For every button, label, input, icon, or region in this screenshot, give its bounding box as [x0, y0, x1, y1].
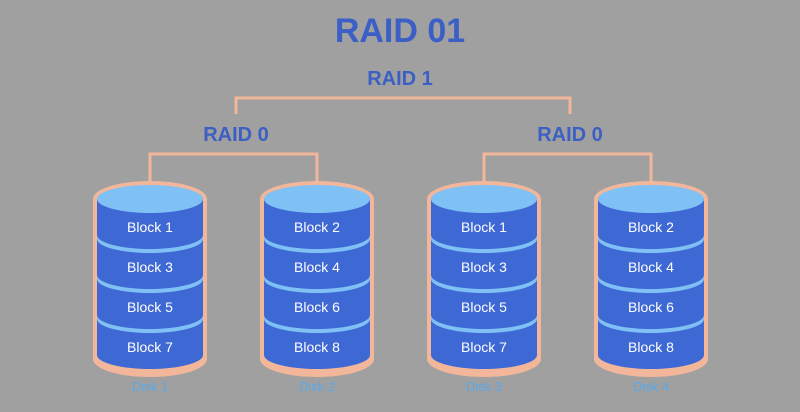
disk-segment-top [264, 185, 370, 213]
disk-label: Disk 1 [131, 379, 169, 394]
block-label: Block 4 [294, 259, 340, 275]
disk-segment [264, 199, 370, 249]
disk-segment [97, 239, 203, 289]
block-label: Block 5 [461, 299, 507, 315]
block-label: Block 3 [127, 259, 173, 275]
raid0-connector-right [482, 152, 653, 184]
block-label: Block 7 [461, 339, 507, 355]
disk-segment [598, 279, 704, 329]
block-label: Block 5 [127, 299, 173, 315]
disk-segment [431, 199, 537, 249]
block-label: Block 6 [294, 299, 340, 315]
block-label: Block 2 [628, 219, 674, 235]
disk-segment [97, 279, 203, 329]
disk-label: Disk 3 [465, 379, 503, 394]
block-label: Block 8 [294, 339, 340, 355]
disk-segment [264, 239, 370, 289]
disk-segment [598, 239, 704, 289]
raid1-label: RAID 1 [367, 68, 433, 90]
disk-segment [97, 319, 203, 369]
block-label: Block 4 [628, 259, 674, 275]
raid0-label-right: RAID 0 [537, 124, 603, 146]
raid0-label-left: RAID 0 [203, 124, 269, 146]
disk-segment [264, 319, 370, 369]
disk-segment-top [97, 185, 203, 213]
block-label: Block 1 [127, 219, 173, 235]
block-label: Block 2 [294, 219, 340, 235]
disk-segment-top [598, 185, 704, 213]
page-title: RAID 01 [334, 12, 466, 50]
block-label: Block 1 [461, 219, 507, 235]
disk-segment-top [431, 185, 537, 213]
block-label: Block 3 [461, 259, 507, 275]
raid0-connector-left [148, 152, 319, 184]
disk-segment [598, 319, 704, 369]
disk-segment [264, 279, 370, 329]
disk-label: Disk 2 [298, 379, 336, 394]
disk-label: Disk 4 [632, 379, 670, 394]
raid1-connector [234, 96, 572, 114]
block-label: Block 6 [628, 299, 674, 315]
disk-segment [97, 199, 203, 249]
disk-segment [431, 319, 537, 369]
disk-segment [598, 199, 704, 249]
block-label: Block 8 [628, 339, 674, 355]
disk-segment [431, 239, 537, 289]
disk-segment [431, 279, 537, 329]
block-label: Block 7 [127, 339, 173, 355]
